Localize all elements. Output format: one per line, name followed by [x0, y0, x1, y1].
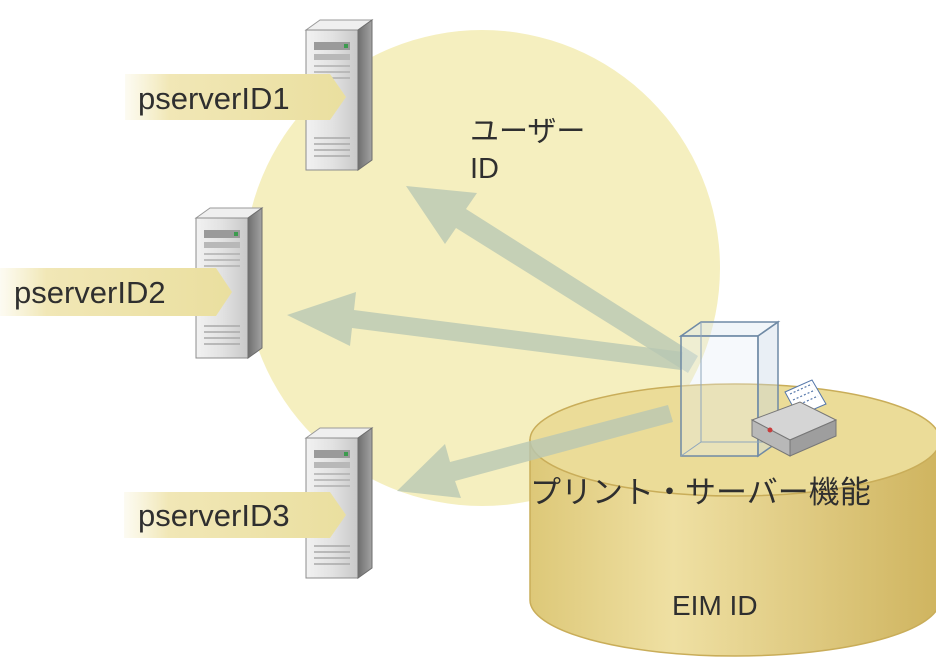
pserver2-label-bg	[0, 268, 232, 316]
pserver1-label-bg	[125, 74, 346, 120]
pserver3-label: pserverID3	[138, 498, 290, 533]
printer-icon	[750, 379, 838, 457]
pserver3-label-bg	[124, 492, 346, 538]
eim-cylinder	[529, 383, 936, 657]
arrow-to-pserver3	[397, 405, 673, 498]
arrow-to-pserver2	[287, 292, 683, 370]
mapping-arrows	[287, 186, 698, 498]
user-id-label-line2: ID	[470, 153, 499, 185]
user-id-label-line1: ユーザー	[470, 116, 585, 148]
arrow-to-pserver1	[406, 186, 698, 373]
pserver2-label: pserverID2	[14, 275, 166, 310]
eim-id-label: EIM ID	[672, 590, 758, 621]
print-server-label: プリント・サーバー機能	[530, 475, 871, 510]
pserver1-label: pserverID1	[138, 81, 290, 116]
